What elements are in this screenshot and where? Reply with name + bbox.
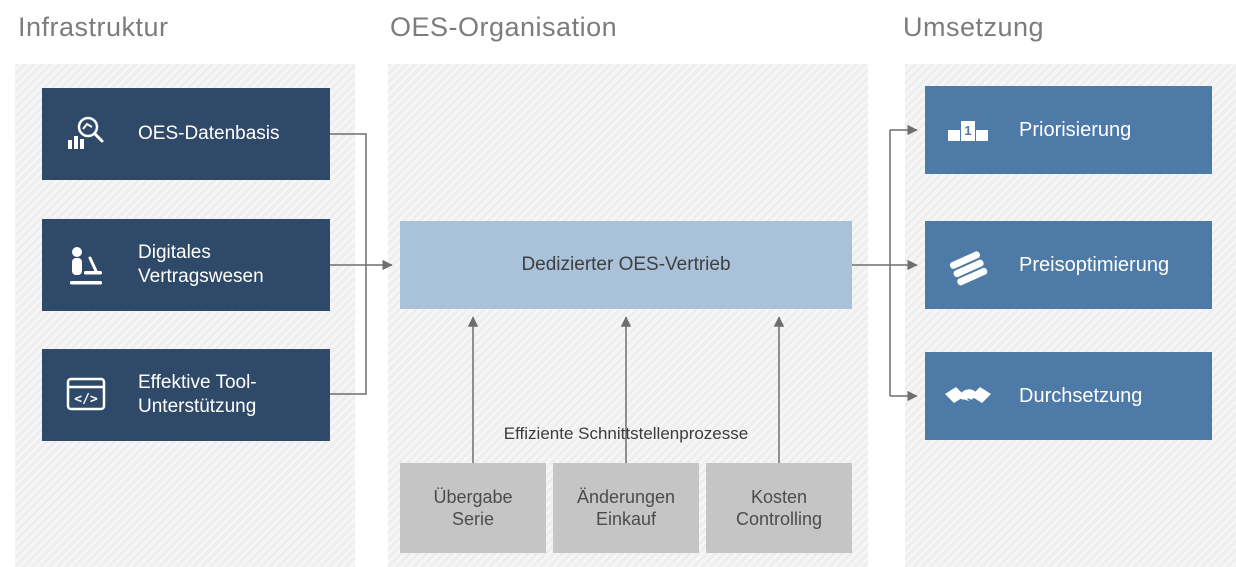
code-window-icon: </> [62,373,110,417]
box-label: Digitales Vertragswesen [138,242,264,287]
box-label: Übergabe Serie [433,486,513,530]
interface-processes-label: Effiziente Schnittstellenprozesse [503,424,749,443]
chart-magnifier-icon [62,112,110,156]
person-laptop-icon [62,243,110,287]
box-label: Preisoptimierung [1019,253,1170,276]
price-tags-icon [943,243,993,287]
infrastruktur-box-oes-datenbasis: OES-Datenbasis [42,88,330,180]
main-box-dedizierter-oes-vertrieb: Dedizierter OES-Vertrieb [400,221,852,309]
handshake-icon [943,374,993,418]
input-box-kosten-controlling: Kosten Controlling [706,463,852,553]
box-label: OES-Datenbasis [138,123,280,145]
box-label: Änderungen Einkauf [576,486,676,530]
box-label: Effektive Tool- Unterstützung [138,372,257,417]
umsetzung-box-durchsetzung: Durchsetzung [925,352,1212,440]
column-title-infrastruktur: Infrastruktur [18,12,169,42]
main-box-label: Dedizierter OES-Vertrieb [521,254,731,276]
box-label: Priorisierung [1019,118,1132,141]
podium-number: 1 [964,123,971,138]
code-glyph: </> [74,392,98,407]
box-label: Kosten Controlling [735,486,823,530]
podium-first-place-icon: 1 [943,108,993,152]
infrastruktur-box-effektive-tool-unterstuetzung: </> Effektive Tool- Unterstützung [42,349,330,441]
infrastruktur-box-digitales-vertragswesen: Digitales Vertragswesen [42,219,330,311]
column-title-oes-organisation: OES-Organisation [390,12,618,42]
umsetzung-box-priorisierung: 1 Priorisierung [925,86,1212,174]
input-box-aenderungen-einkauf: Änderungen Einkauf [553,463,699,553]
column-title-umsetzung: Umsetzung [903,12,1045,42]
box-label: Durchsetzung [1019,384,1143,407]
input-box-uebergabe-serie: Übergabe Serie [400,463,546,553]
umsetzung-box-preisoptimierung: Preisoptimierung [925,221,1212,309]
